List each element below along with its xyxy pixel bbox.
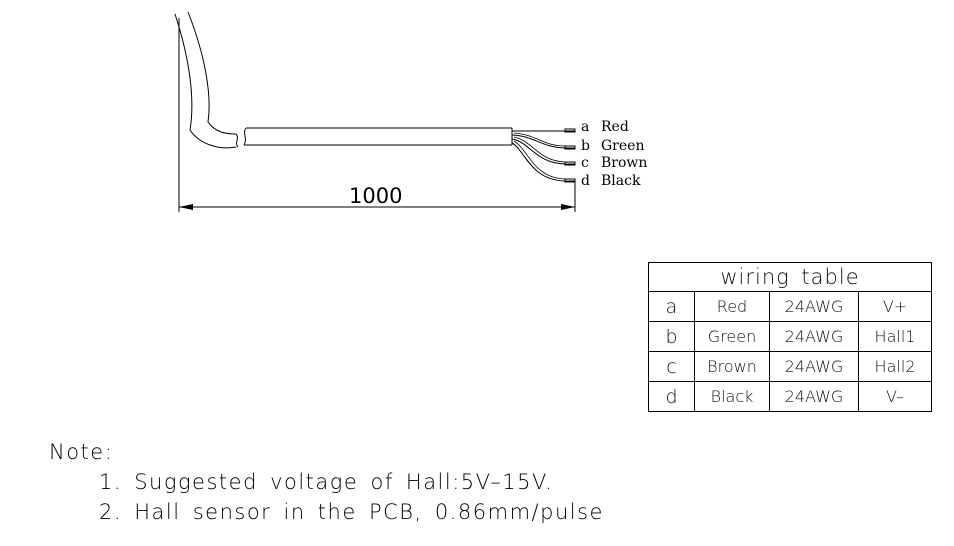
table-cell-gauge: 24AWG (769, 291, 859, 322)
wire-letter-d: d (581, 173, 590, 189)
table-row: a Red 24AWG V+ (648, 291, 932, 322)
note-item-2: 2. Hall sensor in the PCB, 0.86mm/pulse (99, 500, 604, 524)
wire-letter-b: b (581, 138, 590, 154)
table-cell-letter: a (648, 291, 695, 322)
table-cell-function: Hall1 (858, 321, 932, 352)
table-cell-gauge: 24AWG (769, 351, 859, 382)
notes: Note: 1. Suggested voltage of Hall:5V–15… (49, 437, 604, 527)
table-cell-function: Hall2 (858, 351, 932, 382)
cable-bend-outer (174, 13, 237, 149)
cable-bend-inner (187, 11, 237, 135)
table-cell-letter: d (648, 381, 695, 412)
table-row: b Green 24AWG Hall1 (648, 321, 932, 352)
wire-color-c: Brown (601, 155, 647, 171)
cable-break-mark-left (235, 133, 239, 148)
table-row: c Brown 24AWG Hall2 (648, 351, 932, 382)
dim-arrow-right (561, 204, 575, 210)
wiring-table-title: wiring table (648, 262, 932, 292)
wire-c (511, 138, 575, 165)
table-cell-letter: c (648, 351, 695, 382)
wire-letter-a: a (581, 119, 589, 135)
table-cell-gauge: 24AWG (769, 321, 859, 352)
notes-heading: Note: (49, 440, 114, 464)
table-cell-gauge: 24AWG (769, 381, 859, 412)
dimension-label: 1000 (349, 184, 402, 208)
table-cell-color: Red (694, 291, 770, 322)
table-cell-function: V– (858, 381, 932, 412)
wire-letter-c: c (581, 155, 589, 171)
table-cell-color: Green (694, 321, 770, 352)
table-row: d Black 24AWG V– (648, 381, 932, 412)
table-cell-letter: b (648, 321, 695, 352)
wire-color-d: Black (601, 173, 641, 189)
cable-break-mark-right (243, 127, 247, 146)
table-cell-color: Brown (694, 351, 770, 382)
table-cell-function: V+ (858, 291, 932, 322)
wire-color-a: Red (601, 119, 629, 135)
note-item-1: 1. Suggested voltage of Hall:5V–15V. (99, 470, 554, 494)
dim-arrow-left (179, 204, 193, 210)
table-cell-color: Black (694, 381, 770, 412)
wiring-table: wiring table a Red 24AWG V+ b Green 24AW… (648, 262, 932, 412)
wire-color-b: Green (601, 138, 644, 154)
